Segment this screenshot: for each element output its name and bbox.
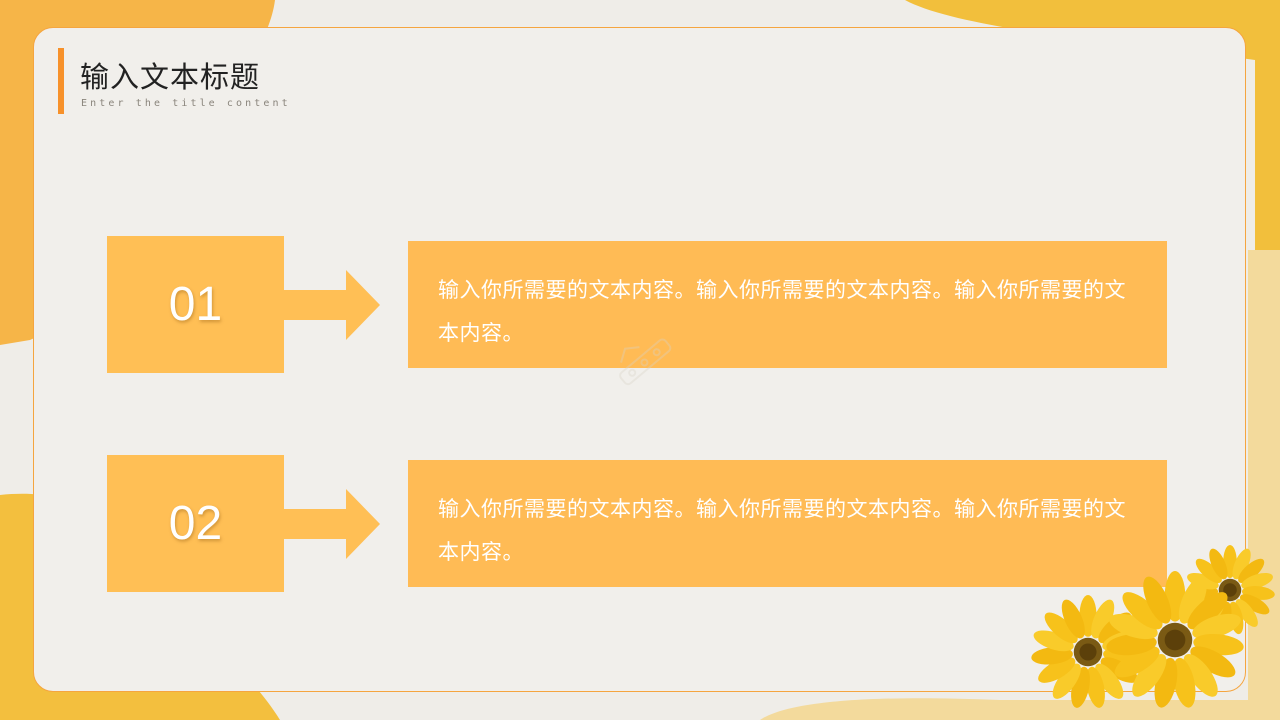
arrow-right-icon [284, 489, 380, 559]
slide-subtitle[interactable]: Enter the title content [81, 98, 291, 109]
title-accent-bar [58, 48, 64, 114]
item-number-box-2: 02 [107, 455, 284, 592]
item-number-1[interactable]: 01 [168, 278, 223, 331]
item-text-box-2: 输入你所需要的文本内容。输入你所需要的文本内容。输入你所需要的文本内容。 [408, 460, 1167, 587]
sunflower-icon [1030, 545, 1276, 710]
item-text-box-1: 输入你所需要的文本内容。输入你所需要的文本内容。输入你所需要的文本内容。 [408, 241, 1167, 368]
slide-title[interactable]: 输入文本标题 [80, 60, 261, 94]
item-text-2[interactable]: 输入你所需要的文本内容。输入你所需要的文本内容。输入你所需要的文本内容。 [438, 497, 1126, 564]
item-number-2[interactable]: 02 [168, 497, 223, 550]
item-number-box-1: 01 [107, 236, 284, 373]
logo-watermark-icon [619, 338, 672, 386]
item-text-1[interactable]: 输入你所需要的文本内容。输入你所需要的文本内容。输入你所需要的文本内容。 [438, 278, 1126, 345]
arrow-right-icon [284, 270, 380, 340]
